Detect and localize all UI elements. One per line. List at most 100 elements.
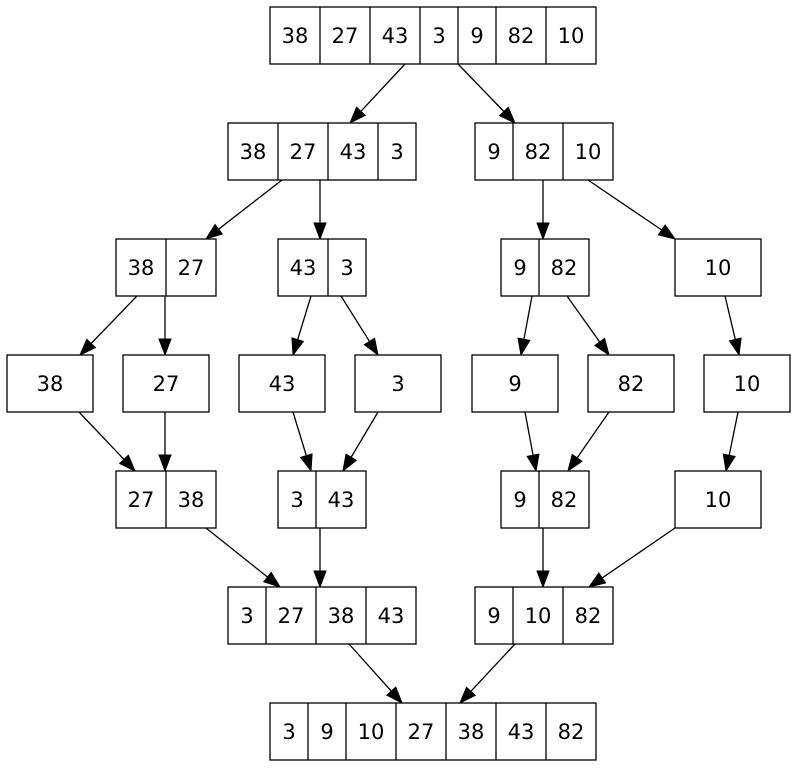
cell-value: 38 [37, 372, 64, 396]
arrowhead-icon [342, 453, 358, 473]
edge-n5-to-n11 [517, 295, 533, 357]
cell-value: 3 [340, 256, 353, 280]
cell-value: 82 [525, 140, 552, 164]
cell-value: 9 [320, 720, 333, 744]
edge-line [348, 643, 392, 692]
cell-value: 82 [575, 604, 602, 628]
cell-value: 82 [558, 720, 585, 744]
cell-value: 82 [551, 488, 578, 512]
node-box [269, 6, 597, 65]
arrowhead-icon [536, 222, 550, 241]
cell-value: 10 [705, 256, 732, 280]
edge-n18-to-n20 [348, 643, 403, 705]
edge-line [724, 295, 736, 340]
node-n9: 43 [238, 354, 326, 413]
cell-value: 43 [382, 24, 409, 48]
arrowhead-icon [79, 338, 97, 357]
edge-line [523, 295, 533, 340]
edge-n0-to-n2 [457, 63, 516, 125]
node-box [6, 354, 94, 413]
arrowhead-icon [204, 223, 224, 240]
edge-n8-to-n14 [158, 412, 172, 473]
edge-line [601, 527, 676, 579]
cell-value: 43 [269, 372, 296, 396]
cell-value: 27 [153, 372, 180, 396]
arrowhead-icon [728, 337, 742, 357]
node-n4: 43 3 [277, 238, 367, 297]
arrowhead-icon [349, 106, 367, 125]
node-n6: 10 [674, 238, 762, 297]
edge-line [470, 643, 516, 692]
arrowhead-icon [517, 337, 531, 357]
edge-line [340, 295, 371, 342]
cell-value: 10 [525, 604, 552, 628]
edge-n11-to-n16 [524, 411, 540, 473]
edge-n14-to-n18 [205, 527, 282, 588]
cell-value: 43 [290, 256, 317, 280]
cell-value: 38 [282, 24, 309, 48]
arrowhead-icon [385, 686, 403, 705]
cell-value: 27 [178, 256, 205, 280]
cell-value: 10 [734, 372, 761, 396]
edge-line [524, 411, 534, 456]
cell-value: 3 [290, 488, 303, 512]
node-box [277, 238, 367, 297]
cell-value: 38 [458, 720, 485, 744]
cell-value: 27 [290, 140, 317, 164]
arrowhead-icon [657, 224, 677, 240]
node-box [122, 354, 210, 413]
edge-n4-to-n9 [291, 295, 312, 357]
edge-line [297, 295, 312, 340]
cell-value: 9 [470, 24, 483, 48]
node-box [500, 238, 590, 297]
cell-value: 10 [558, 24, 585, 48]
node-box [277, 470, 367, 529]
edge-line [350, 411, 379, 458]
node-n11: 9 [471, 354, 559, 413]
arrowhead-icon [536, 570, 550, 589]
node-box [354, 354, 442, 413]
node-n13: 10 [703, 354, 791, 413]
cell-value: 9 [513, 256, 526, 280]
arrowhead-icon [291, 337, 305, 357]
edge-n3-to-n8 [158, 296, 172, 357]
node-n8: 27 [122, 354, 210, 413]
cell-value: 9 [513, 488, 526, 512]
edge-n1-to-n4 [313, 180, 327, 241]
node-box [703, 354, 791, 413]
edge-line [78, 411, 125, 460]
arrowhead-icon [363, 337, 379, 357]
edge-n4-to-n10 [340, 295, 379, 357]
cell-value: 38 [178, 488, 205, 512]
edge-line [360, 63, 406, 112]
node-n16: 9 82 [500, 470, 590, 529]
node-n12: 82 [587, 354, 675, 413]
node-n7: 38 [6, 354, 94, 413]
edge-n15-to-n18 [313, 528, 327, 589]
arrowhead-icon [593, 337, 610, 357]
cell-value: 10 [705, 488, 732, 512]
cell-value: 10 [575, 140, 602, 164]
edge-line [90, 295, 138, 344]
cell-value: 27 [408, 720, 435, 744]
node-box [674, 470, 762, 529]
cell-value: 10 [358, 720, 385, 744]
node-box [500, 470, 590, 529]
node-box [474, 586, 614, 645]
cell-value: 3 [391, 372, 404, 396]
node-box [269, 702, 597, 761]
edge-n16-to-n19 [536, 528, 550, 589]
cell-value: 3 [282, 720, 295, 744]
edge-n5-to-n12 [566, 295, 610, 357]
cell-value: 38 [128, 256, 155, 280]
cell-value: 82 [618, 372, 645, 396]
